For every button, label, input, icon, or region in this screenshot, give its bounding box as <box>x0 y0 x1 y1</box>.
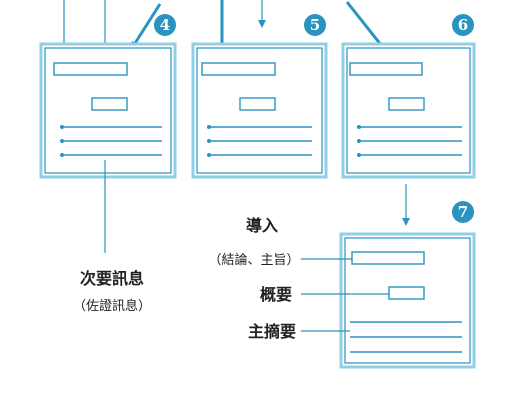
badge-4: 4 <box>154 14 176 36</box>
secondary-info-note: （佐證訊息） <box>73 298 151 314</box>
intro-label: 導入 <box>246 216 278 235</box>
title-box <box>53 62 128 76</box>
svg-text:7: 7 <box>458 203 468 221</box>
document-7 <box>339 232 476 369</box>
svg-text:6: 6 <box>458 16 468 34</box>
summary-box <box>388 286 425 300</box>
title-box <box>201 62 276 76</box>
badge-7: 7 <box>452 201 474 223</box>
title-box <box>351 251 425 265</box>
badge-5: 5 <box>304 14 326 36</box>
summary-box <box>91 97 128 111</box>
arrow-to-doc-6 <box>345 1 387 52</box>
summary-box <box>388 97 425 111</box>
document-4 <box>39 42 177 179</box>
document-6 <box>341 42 476 179</box>
title-box <box>349 62 423 76</box>
svg-text:4: 4 <box>160 16 170 34</box>
svg-text:5: 5 <box>310 16 320 34</box>
main-summary-label: 主摘要 <box>248 322 296 341</box>
summary-box <box>239 97 276 111</box>
summary-label: 概要 <box>260 285 292 304</box>
arrow-to-doc-4 <box>130 3 162 50</box>
document-5 <box>191 42 328 179</box>
intro-note: （結論、主旨） <box>208 252 299 268</box>
secondary-info-label: 次要訊息 <box>80 269 144 288</box>
badge-6: 6 <box>452 14 474 36</box>
